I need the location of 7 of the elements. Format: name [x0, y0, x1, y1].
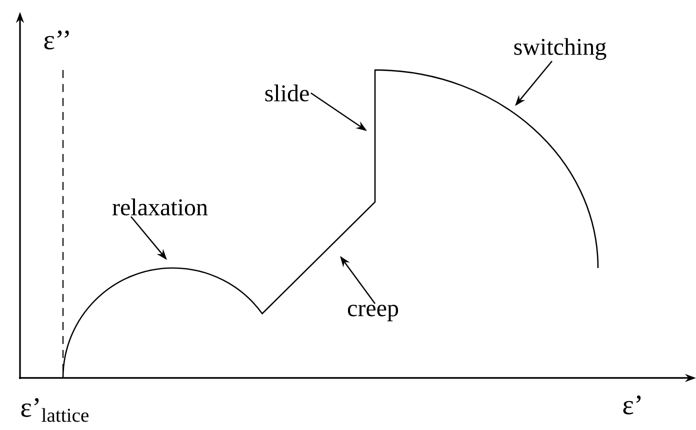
annotation-label: switching	[514, 38, 606, 60]
axis-label: ε’	[623, 396, 641, 414]
annotation-label: relaxation	[112, 198, 208, 216]
axis-label: ε’’	[44, 30, 69, 50]
annotation-label: creep	[348, 304, 398, 322]
axis-label: ε’$_{lattice}$	[21, 398, 88, 422]
annotation-label: slide	[265, 84, 309, 102]
